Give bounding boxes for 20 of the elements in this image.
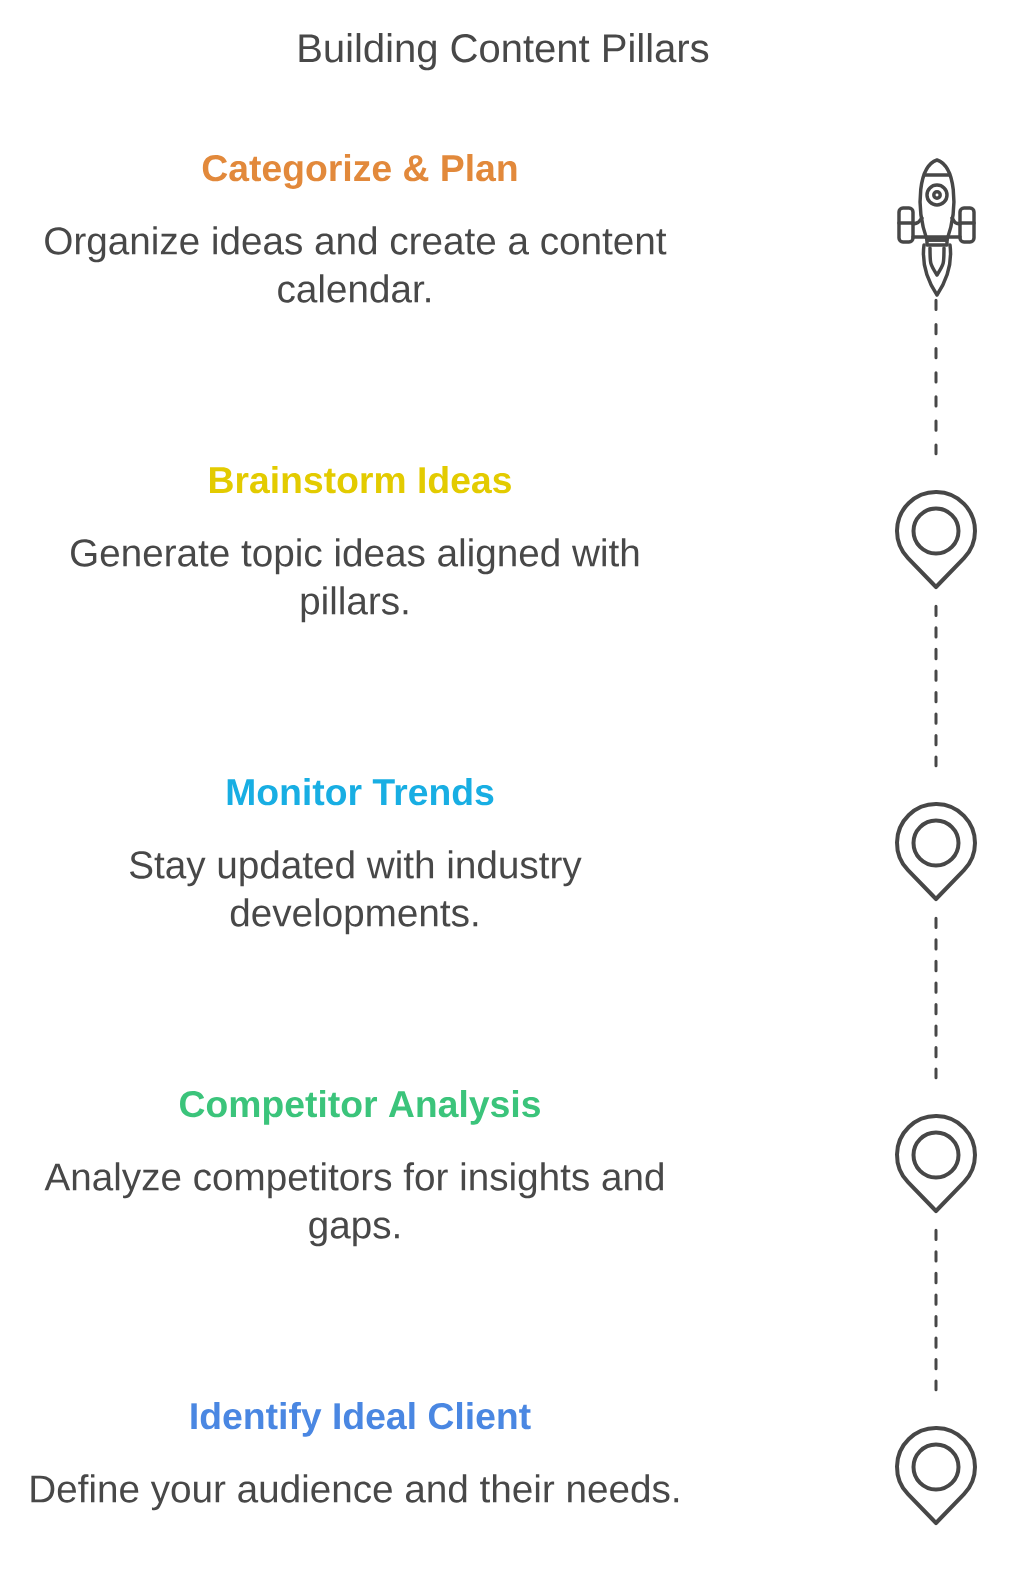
step-description: Analyze competitors for insights and gaps. <box>44 1162 663 1247</box>
step-heading: Categorize & Plan <box>202 154 517 189</box>
step-description: Generate topic ideas aligned with pillars. <box>71 538 639 623</box>
map-pin-icon <box>895 490 977 589</box>
dashed-line <box>934 298 938 456</box>
map-pin-icon <box>895 1114 977 1213</box>
dashed-line <box>934 604 938 768</box>
dashed-line <box>934 1228 938 1392</box>
title: Building Content Pillars <box>299 33 709 71</box>
step-heading: Monitor Trends <box>227 777 494 806</box>
map-pin-icon <box>895 802 977 901</box>
step-heading: Identify Ideal Client <box>191 1401 531 1437</box>
step-heading: Brainstorm Ideas <box>210 465 511 494</box>
step-heading: Competitor Analysis <box>180 1089 540 1125</box>
step-description: Organize ideas and create a content calendar. <box>45 226 667 303</box>
step-description: Define your audience and their needs. <box>31 1474 679 1511</box>
step-description: Stay updated with industry developments. <box>130 850 582 935</box>
dashed-line <box>934 916 938 1080</box>
map-pin-icon <box>895 1426 977 1525</box>
rocket-icon <box>897 158 976 297</box>
